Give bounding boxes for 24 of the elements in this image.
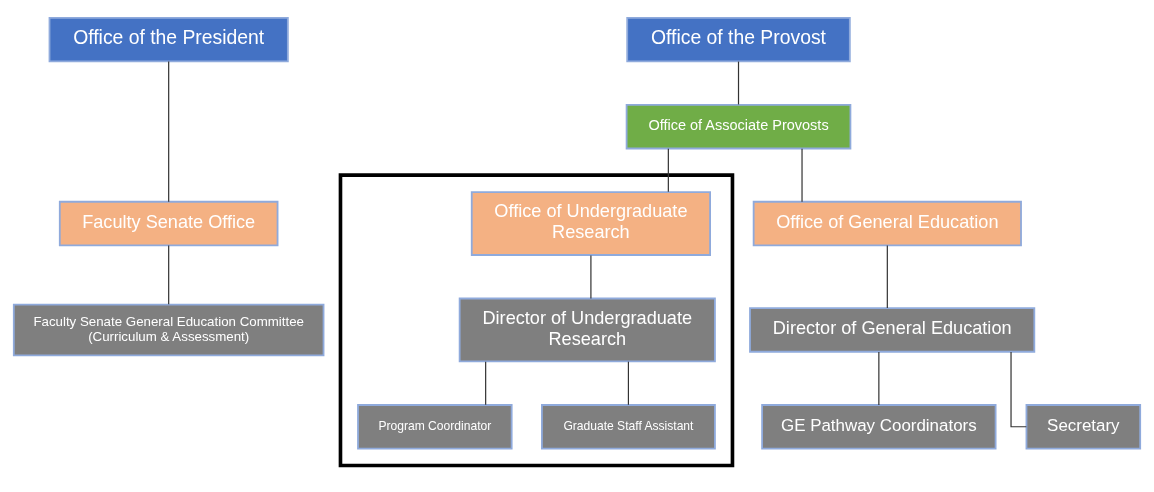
connector [878, 350, 880, 405]
node-box: Office of the Provost [626, 16, 851, 62]
connector [737, 60, 740, 105]
cluster [338, 172, 735, 467]
node-box: Faculty Senate General Education Committee (Curriculum & Assessment) [12, 303, 325, 356]
connector [485, 360, 487, 405]
node-box: Office of General Education [752, 200, 1022, 246]
node-box: Director of Undergraduate Research [458, 297, 716, 362]
connector [886, 244, 888, 309]
node-box: Secretary [1025, 403, 1142, 449]
connector [627, 360, 630, 405]
node-box: Program Coordinator [357, 403, 513, 449]
connector [667, 147, 669, 192]
node-box: GE Pathway Coordinators [761, 403, 997, 449]
connector [801, 147, 803, 202]
connector [168, 60, 170, 202]
node-box: Faculty Senate Office [58, 200, 279, 246]
node-box: Graduate Staff Assistant [541, 403, 716, 449]
connector [168, 244, 170, 305]
node-box: Office of Undergraduate Research [470, 190, 711, 256]
node-box: Office of Associate Provosts [625, 103, 852, 149]
connector [590, 254, 592, 299]
node-box: Office of the President [48, 16, 289, 62]
node-box: Director of General Education [749, 306, 1036, 353]
